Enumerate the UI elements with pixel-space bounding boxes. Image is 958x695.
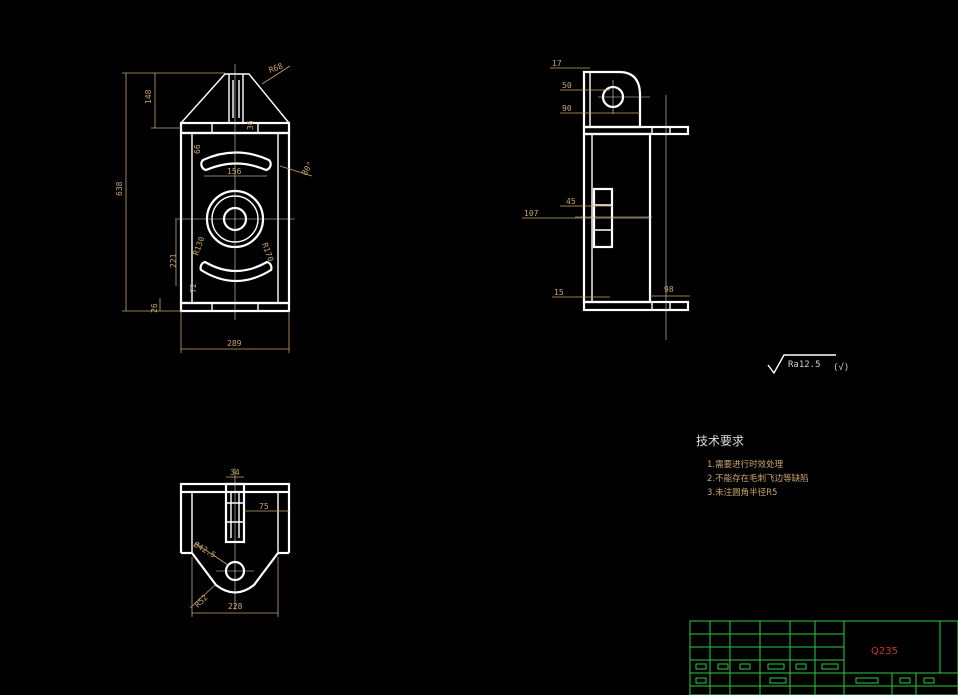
tech-item-1: 1.需要进行时效处理 [707, 459, 784, 470]
dim-height-total: 638 [115, 181, 124, 196]
tech-title: 技术要求 [696, 434, 744, 448]
front-top-gusset [180, 73, 290, 124]
dim-221: 221 [169, 253, 178, 268]
tech-item-2: 2.不能存在毛刺飞边等缺陷 [707, 473, 809, 484]
dim-90: 90 [562, 104, 572, 113]
tech-requirements: 技术要求 1.需要进行时效处理 2.不能存在毛刺飞边等缺陷 3.未注圆角半径R5 [696, 434, 809, 498]
top-view [179, 468, 291, 610]
roughness-suffix: (√) [833, 362, 849, 373]
dim-slot-h: 66 [193, 144, 202, 154]
material-label: Q235 [871, 646, 898, 657]
dim-radius-top: R68 [268, 61, 285, 74]
title-block: Q235 [689, 620, 958, 695]
dim-45: 45 [566, 197, 576, 206]
dim-r170: R170 [260, 242, 275, 263]
dim-top-height: 148 [144, 89, 153, 104]
roughness-value: Ra12.5 [788, 360, 821, 370]
dim-15: 15 [554, 288, 564, 297]
dim-r130: R130 [191, 235, 206, 256]
dim-36: 36 [246, 120, 255, 130]
dim-r52: R52 [193, 593, 210, 610]
side-bottom-flange [582, 300, 690, 312]
dim-width: 289 [227, 339, 242, 348]
side-top-bracket [582, 70, 642, 129]
roughness-check-icon [767, 354, 836, 375]
front-lower-slot [199, 260, 273, 282]
dim-75: 75 [259, 502, 269, 511]
roughness-symbol: Ra12.5 (√) [767, 354, 849, 375]
dim-bottom-26: 26 [150, 303, 159, 313]
dim-17: 17 [552, 59, 562, 68]
dim-34: 34 [230, 468, 240, 477]
dim-228: 228 [228, 602, 243, 611]
dim-50: 50 [562, 81, 572, 90]
front-upper-slot [200, 151, 272, 172]
dim-98: 98 [664, 285, 674, 294]
side-dimensions: 17 50 90 107 45 15 98 [522, 59, 690, 298]
dim-slot-width: 156 [227, 167, 242, 176]
front-view [175, 64, 295, 320]
tech-item-3: 3.未注圆角半径R5 [707, 487, 777, 498]
dim-72: 72 [189, 283, 198, 293]
dim-107: 107 [524, 209, 539, 218]
dim-angle: 80° [300, 160, 315, 177]
